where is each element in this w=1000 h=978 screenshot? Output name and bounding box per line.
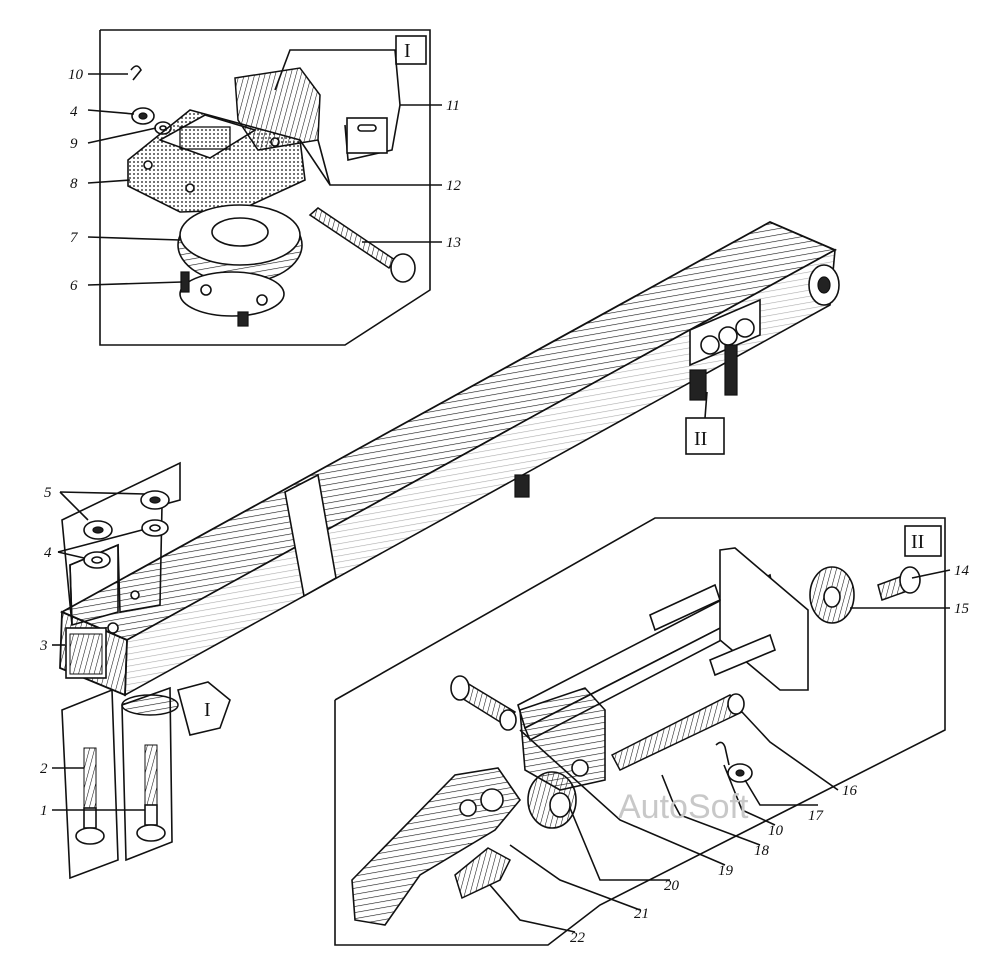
callout-1: 1 [40,803,48,819]
bolt-icon [610,693,745,771]
stud-icon [136,744,166,842]
castle-nut-icon [527,771,577,829]
callout-4-left: 4 [44,545,52,561]
cotter-pin-icon [661,774,673,801]
callout-8: 8 [70,176,78,192]
detail-II-marker: II [911,531,924,553]
callout-21: 21 [634,906,649,922]
cotter-pin-icon [715,741,730,766]
watermark: AutoSoft [618,788,749,826]
callout-14: 14 [954,563,970,579]
detail-I-marker-box [395,35,427,65]
detail-I-frame [99,29,431,346]
callout-4-top: 4 [70,104,78,120]
detail-II-frame [334,517,946,946]
hub-flange-icon [809,566,855,624]
beam-end-nut-icon [808,264,840,306]
tow-jaw-icon [519,687,606,791]
latch-icon [454,847,511,900]
callout-20: 20 [664,878,680,894]
detail-II-marker-box [904,525,942,557]
nut-icon [727,763,753,783]
callout-17: 17 [808,808,825,824]
callout-13: 13 [446,235,461,251]
beam-marker-II: II [694,428,707,450]
detail-view-II: II [334,517,951,946]
beam-bolt-plate [689,298,761,367]
pin-icon [450,675,517,731]
callout-9: 9 [70,136,78,152]
stud-icon [75,747,105,845]
callout-6: 6 [70,278,78,294]
cotter-pin-icon [130,65,142,81]
bushing-icon [177,204,303,284]
left-hardware [52,461,181,880]
beam-marker-I-box [177,681,231,736]
callout-12: 12 [446,178,462,194]
washer-icon [83,551,111,569]
hub-flange-icon [179,271,285,327]
beam-marker-II-box [685,417,725,455]
callouts: 10 4 9 8 7 6 11 12 13 5 4 3 2 1 14 15 16… [39,67,970,946]
detail-view-I: I [87,29,442,346]
callout-5: 5 [44,485,52,501]
callout-22: 22 [570,930,586,946]
bolt-icon [877,566,921,601]
callout-15: 15 [954,601,970,617]
beam-marker-I: I [204,699,211,721]
clevis-icon [351,767,522,926]
detail-I-marker: I [404,40,411,62]
nut-icon [83,520,113,540]
spring-saddle-icon [274,49,401,161]
axle-beam: II I [59,220,840,736]
leaders-II [489,569,951,933]
nut-icon [140,490,170,510]
callout-2: 2 [40,761,48,777]
callout-19: 19 [718,863,734,879]
callout-3: 3 [39,638,48,654]
callout-18: 18 [754,843,770,859]
callout-11: 11 [446,98,460,114]
nut-icon [131,107,155,125]
washer-icon [141,519,169,537]
bolt-icon [308,207,416,283]
callout-7: 7 [70,230,79,246]
callout-10-top: 10 [68,67,84,83]
leaders-I [87,73,442,286]
callout-10-low: 10 [768,823,784,839]
callout-16: 16 [842,783,858,799]
